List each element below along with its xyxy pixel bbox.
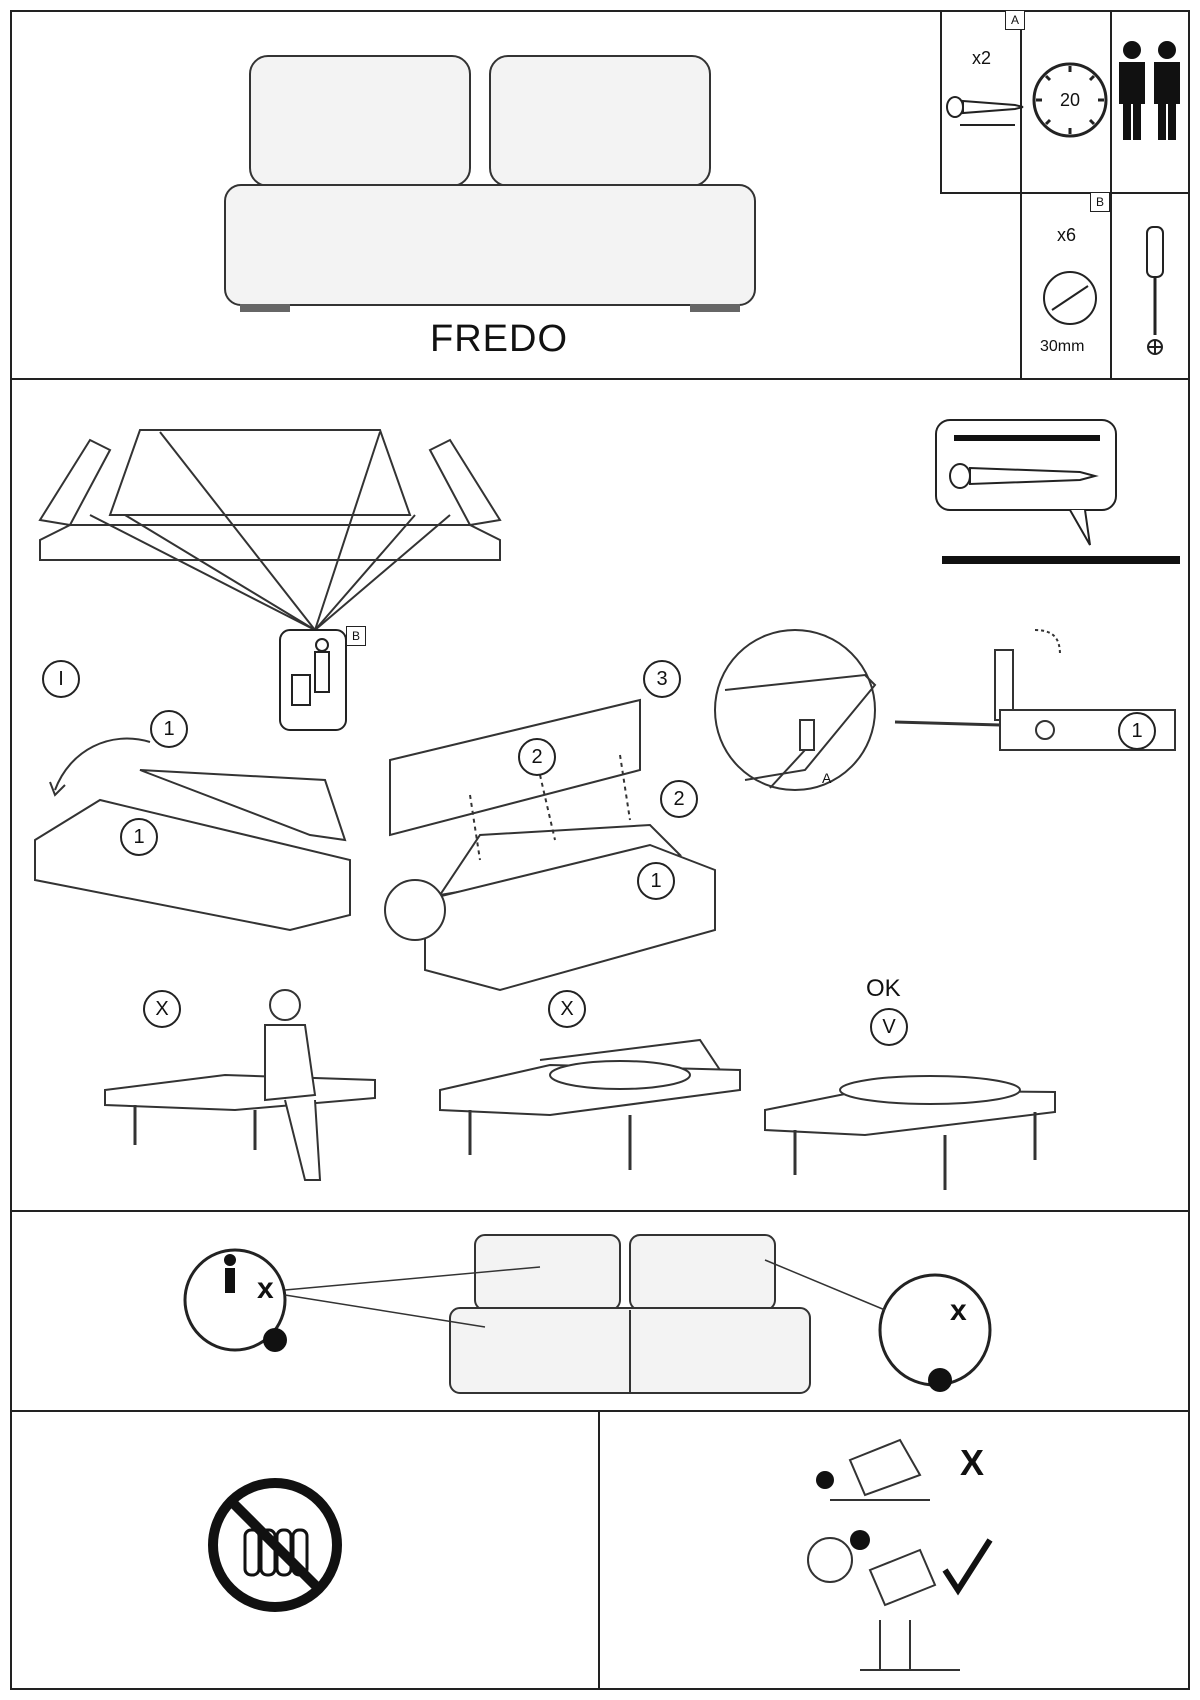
detail-label-a: A	[822, 770, 832, 786]
usage-wrong-1-badge: X	[143, 990, 181, 1028]
divider-hw-c	[1110, 10, 1112, 378]
step-two-three-illustration	[384, 698, 716, 992]
step-1-detail-badge: 1	[1118, 712, 1156, 750]
screwdriver-icon	[1146, 226, 1164, 355]
instruction-sheet-frame	[10, 10, 1190, 1690]
step-1-badge: 1	[150, 710, 188, 748]
product-name: FREDO	[430, 318, 568, 360]
step-2-panel-badge: 2	[518, 738, 556, 776]
hardware-b-qty: x6	[1057, 225, 1077, 245]
usage-wrong-2-badge: X	[548, 990, 586, 1028]
divider-lower	[10, 1410, 1190, 1412]
step-one-illustration	[34, 737, 351, 932]
step-1-seat-badge: 1	[120, 818, 158, 856]
step-1-base-badge: 1	[637, 862, 675, 900]
no-heat-source-icon	[208, 1478, 342, 1612]
screw-ruler-detail	[935, 419, 1180, 564]
step-3-badge: 3	[643, 660, 681, 698]
hardware-a-qty: x2	[972, 48, 992, 68]
two-persons-icon	[1119, 41, 1180, 140]
clock-icon	[1032, 62, 1108, 138]
usage-lying-ok	[764, 1075, 1056, 1190]
divider-top	[10, 378, 1190, 380]
sofa-frame-overview	[38, 429, 502, 731]
divider-hw-left	[1020, 192, 1022, 378]
dowel-circle-icon	[1043, 271, 1097, 325]
carrying-instruction-illustration: X	[807, 1438, 993, 1671]
svg-text:x: x	[257, 1272, 274, 1305]
hardware-b-size: 30mm	[1040, 338, 1085, 355]
divider-hw-a	[940, 10, 942, 192]
usage-sitting-wrong	[104, 989, 376, 1181]
divider-middle	[10, 1210, 1190, 1212]
usage-lying-wrong	[439, 1038, 741, 1170]
overview-tag-b: B	[346, 626, 366, 646]
usage-ok-badge: V	[870, 1008, 908, 1046]
svg-text:x: x	[950, 1294, 967, 1327]
step-main-badge: I	[42, 660, 80, 698]
hardware-b-tag: B	[1090, 192, 1110, 212]
assembly-time: 20	[1060, 90, 1081, 110]
usage-ok-label: OK	[866, 975, 901, 1002]
sofa-front-illustration	[224, 55, 756, 312]
screw-icon	[946, 96, 1024, 126]
sofa-warning-illustration: x x	[183, 1234, 992, 1394]
step-2-badge: 2	[660, 780, 698, 818]
hardware-a-tag: A	[1005, 10, 1025, 30]
divider-hw-row	[940, 192, 1190, 194]
svg-text:X: X	[960, 1442, 984, 1483]
divider-bottom-split	[598, 1410, 600, 1690]
bracket-detail-illustration	[714, 629, 1176, 791]
